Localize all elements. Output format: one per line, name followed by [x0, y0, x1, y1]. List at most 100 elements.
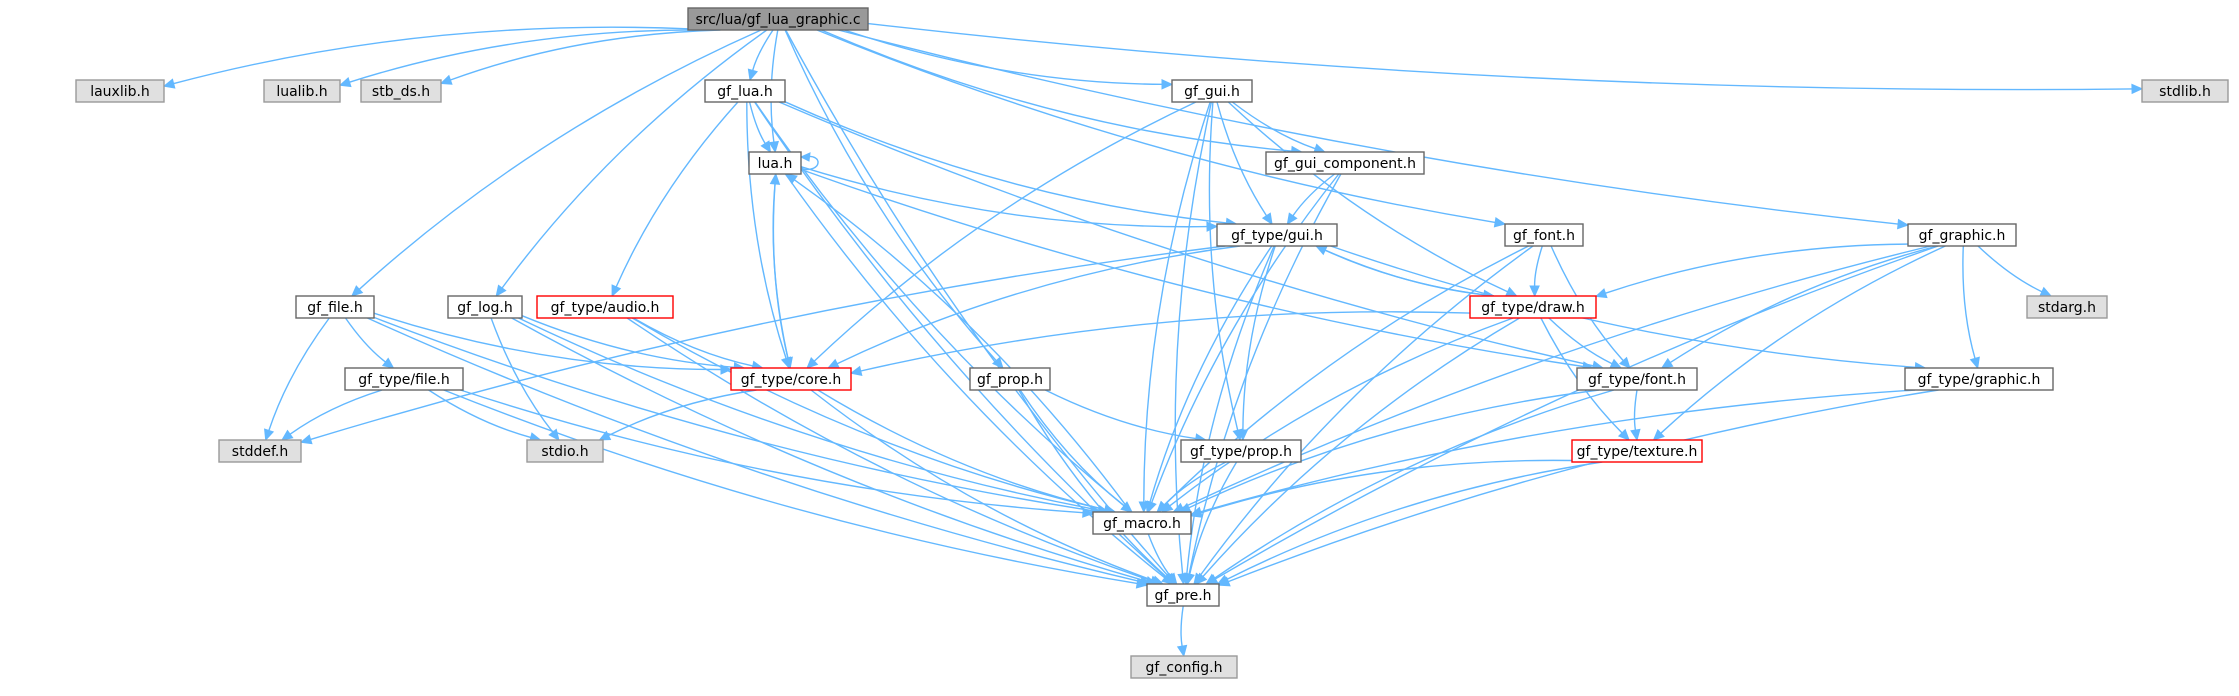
node-label: gf_graphic.h	[1919, 228, 2006, 244]
node-gf-file[interactable]: gf_file.h	[295, 295, 375, 319]
node-label: gf_type/texture.h	[1577, 444, 1698, 460]
node-type-font[interactable]: gf_type/font.h	[1576, 367, 1698, 391]
node-type-core[interactable]: gf_type/core.h	[730, 367, 852, 391]
node-stb-ds[interactable]: stb_ds.h	[360, 79, 442, 103]
edge-lua-to-lua	[799, 152, 819, 171]
node-label: gf_font.h	[1513, 228, 1575, 244]
edge-gf_gui_component-to-type_gui	[1286, 173, 1336, 226]
node-type-audio[interactable]: gf_type/audio.h	[536, 295, 674, 319]
node-gf-macro[interactable]: gf_macro.h	[1092, 511, 1192, 535]
node-layer: src/lua/gf_lua_graphic.c lauxlib.h lualib.…	[75, 7, 2229, 679]
edge-root-to-lauxlib	[162, 26, 689, 89]
node-lua[interactable]: lua.h	[748, 151, 802, 175]
node-label: stdlib.h	[2159, 84, 2211, 100]
edge-type_audio-to-gf_pre	[626, 317, 1163, 586]
node-label: gf_type/graphic.h	[1918, 372, 2041, 388]
node-stddef[interactable]: stddef.h	[218, 439, 302, 463]
edge-root-to-stdlib	[867, 22, 2144, 95]
node-label: stb_ds.h	[372, 84, 430, 100]
node-stdio[interactable]: stdio.h	[526, 439, 604, 463]
node-root[interactable]: src/lua/gf_lua_graphic.c	[687, 7, 869, 31]
node-label: gf_type/core.h	[741, 372, 841, 388]
edge-gf_file-to-gf_macro	[373, 316, 1103, 516]
node-lualib[interactable]: lualib.h	[263, 79, 341, 103]
edge-root-to-gf_font	[816, 29, 1507, 228]
edge-type_draw-to-type_core	[849, 311, 1471, 376]
edge-type_file-to-gf_macro	[460, 389, 1095, 518]
node-gf-font[interactable]: gf_font.h	[1504, 223, 1584, 247]
node-label: lualib.h	[276, 84, 327, 100]
node-gf-lua[interactable]: gf_lua.h	[704, 79, 786, 103]
node-type-draw[interactable]: gf_type/draw.h	[1469, 295, 1597, 319]
node-gf-pre[interactable]: gf_pre.h	[1146, 583, 1220, 607]
edge-type_prop-to-gf_pre	[1184, 461, 1238, 586]
node-label: gf_type/file.h	[358, 372, 449, 388]
node-stdlib[interactable]: stdlib.h	[2141, 79, 2229, 103]
edge-type_graphic-to-gf_pre	[1217, 389, 1939, 587]
edge-type_texture-to-gf_macro	[1189, 459, 1573, 518]
node-gf-graphic[interactable]: gf_graphic.h	[1907, 223, 2017, 247]
edge-gf_graphic-to-type_font	[1660, 245, 1938, 369]
edge-layer	[162, 22, 2144, 658]
node-gf-gui[interactable]: gf_gui.h	[1171, 79, 1253, 103]
edge-root-to-gf_lua	[747, 29, 774, 82]
edge-gf_log-to-type_core	[521, 315, 746, 373]
node-gf-prop[interactable]: gf_prop.h	[969, 367, 1051, 391]
node-label: lauxlib.h	[90, 84, 150, 100]
edge-gf_file-to-stddef	[264, 317, 330, 442]
edge-gf_pre-to-gf_config	[1176, 605, 1188, 658]
edge-gf_lua-to-type_gui	[784, 101, 1238, 229]
node-stdarg[interactable]: stdarg.h	[2026, 295, 2108, 319]
edge-root-to-lualib	[338, 29, 706, 88]
edge-gf_graphic-to-stdarg	[1977, 245, 2053, 297]
node-type-gui[interactable]: gf_type/gui.h	[1216, 223, 1338, 247]
node-label: gf_lua.h	[717, 84, 772, 100]
edge-type_gui-to-type_graphic	[1330, 245, 1927, 373]
node-label: lua.h	[758, 156, 793, 172]
edge-root-to-gf_prop	[784, 29, 1004, 369]
edge-gf_graphic-to-type_draw	[1594, 243, 1909, 299]
node-type-graphic[interactable]: gf_type/graphic.h	[1904, 367, 2054, 391]
edge-gf_gui-to-type_core	[806, 101, 1197, 369]
edge-type_texture-to-gf_pre	[1216, 461, 1603, 585]
edge-lua-to-type_gui	[800, 166, 1219, 232]
edge-type_file-to-gf_pre	[443, 389, 1149, 589]
edge-gf_gui-to-gf_gui_component	[1231, 101, 1326, 154]
node-label: gf_type/draw.h	[1481, 300, 1585, 316]
edge-type_gui-to-stddef	[299, 245, 1226, 445]
node-gf-log[interactable]: gf_log.h	[447, 295, 523, 319]
edge-root-to-stb_ds	[439, 29, 721, 85]
edge-type_draw-to-type_font	[1548, 317, 1623, 369]
edge-type_core-to-lua	[769, 172, 791, 369]
edge-gf_file-to-type_file	[344, 317, 395, 369]
node-label: gf_type/prop.h	[1190, 444, 1292, 460]
edge-type_audio-to-type_core	[633, 317, 764, 371]
edge-root-to-gf_file	[350, 29, 762, 297]
edge-type_draw-to-gf_pre	[1195, 317, 1520, 585]
edge-type_gui-to-type_core	[826, 245, 1240, 369]
edge-gf_lua-to-lua	[748, 101, 772, 154]
edge-type_font-to-gf_pre	[1205, 389, 1615, 585]
node-label: gf_gui_component.h	[1274, 156, 1416, 172]
edge-type_core-to-stdio	[598, 389, 757, 441]
edge-gf_graphic-to-type_texture	[1652, 245, 1946, 441]
node-lauxlib[interactable]: lauxlib.h	[75, 79, 165, 103]
node-type-file[interactable]: gf_type/file.h	[344, 367, 464, 391]
node-type-prop[interactable]: gf_type/prop.h	[1180, 439, 1302, 463]
node-label: gf_type/font.h	[1588, 372, 1686, 388]
node-label: stdarg.h	[2038, 300, 2096, 316]
edge-type_prop-to-gf_macro	[1156, 461, 1227, 513]
node-gf-config[interactable]: gf_config.h	[1130, 655, 1238, 679]
edge-type_font-to-type_texture	[1630, 389, 1641, 442]
node-type-texture[interactable]: gf_type/texture.h	[1571, 439, 1703, 463]
edge-type_file-to-stddef	[281, 389, 383, 441]
edge-type_gui-to-gf_macro	[1144, 245, 1273, 514]
node-gf-gui-component[interactable]: gf_gui_component.h	[1265, 151, 1425, 175]
edge-gf_font-to-type_draw	[1529, 245, 1543, 298]
edge-gf_prop-to-gf_pre	[1018, 389, 1176, 585]
node-label: stdio.h	[541, 444, 588, 460]
node-label: gf_config.h	[1146, 660, 1223, 676]
node-label: gf_type/audio.h	[551, 300, 660, 316]
edge-root-to-gf_graphic	[838, 29, 1910, 230]
